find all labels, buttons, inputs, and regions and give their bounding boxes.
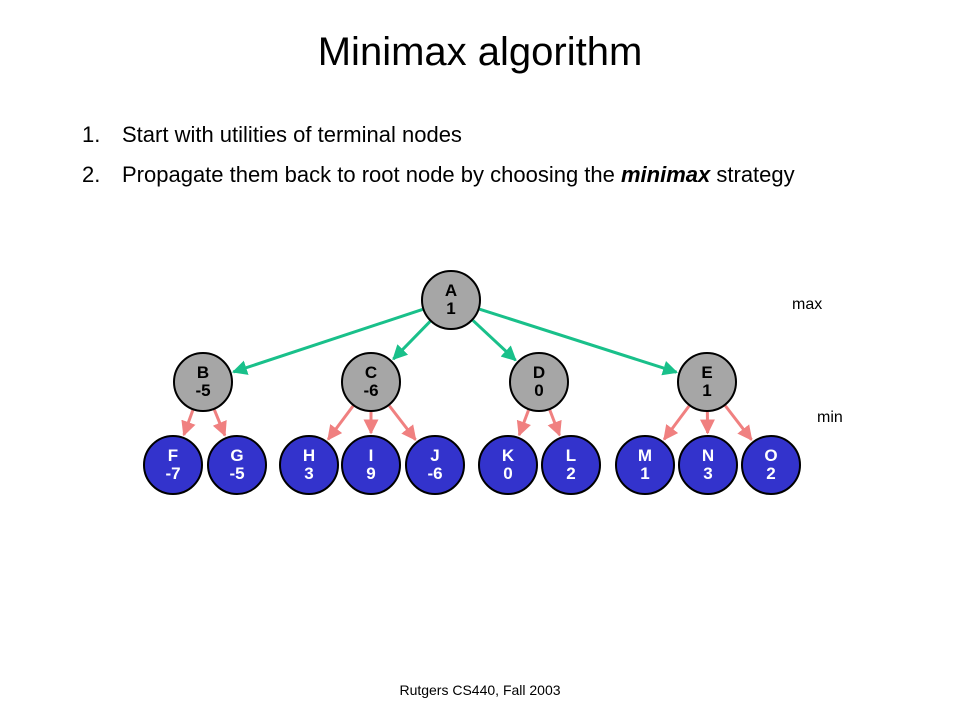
node-id: B xyxy=(197,363,209,382)
slide-footer: Rutgers CS440, Fall 2003 xyxy=(399,682,561,698)
node-circle xyxy=(421,270,481,330)
edge-c-to-h xyxy=(326,405,355,441)
node-circle xyxy=(541,435,601,495)
bullet-number: 1. xyxy=(82,122,101,147)
node-circle xyxy=(207,435,267,495)
node-id: H xyxy=(303,446,315,465)
bullet-item: 1. Start with utilities of terminal node… xyxy=(82,120,882,150)
node-value: 1 xyxy=(640,464,649,483)
node-value: 1 xyxy=(446,299,455,318)
level-label-max: max xyxy=(792,296,823,313)
node-circle xyxy=(341,435,401,495)
node-circle xyxy=(741,435,801,495)
leaf-node-k: K0 xyxy=(478,435,538,495)
node-id: O xyxy=(764,446,777,465)
min-node-d: D0 xyxy=(509,352,569,412)
node-value: 0 xyxy=(534,381,543,400)
edge-d-to-k xyxy=(516,409,531,437)
node-value: 0 xyxy=(503,464,512,483)
bullet-emphasis: minimax xyxy=(621,162,711,187)
node-value: -6 xyxy=(427,464,442,483)
node-id: D xyxy=(533,363,545,382)
node-value: 3 xyxy=(304,464,313,483)
edge-root-to-c xyxy=(392,320,432,361)
leaf-node-l: L2 xyxy=(541,435,601,495)
leaf-node-o: O2 xyxy=(741,435,801,495)
node-circle xyxy=(678,435,738,495)
tree-edges xyxy=(181,307,753,441)
node-id: C xyxy=(365,363,377,382)
node-id: G xyxy=(230,446,243,465)
bullet-list: 1. Start with utilities of terminal node… xyxy=(82,120,882,200)
leaf-node-h: H3 xyxy=(279,435,339,495)
node-id: I xyxy=(369,446,374,465)
edge-b-to-g xyxy=(212,409,227,437)
slide-title: Minimax algorithm xyxy=(317,30,643,74)
node-id: N xyxy=(702,446,714,465)
node-value: 2 xyxy=(766,464,775,483)
leaf-node-j: J-6 xyxy=(405,435,465,495)
bullet-text-after: strategy xyxy=(710,162,795,187)
node-value: 3 xyxy=(703,464,712,483)
leaf-node-g: G-5 xyxy=(207,435,267,495)
node-circle xyxy=(509,352,569,412)
node-value: -5 xyxy=(195,381,210,400)
node-id: L xyxy=(566,446,576,465)
node-value: 1 xyxy=(702,381,711,400)
edge-e-to-o xyxy=(724,404,753,441)
node-circle xyxy=(405,435,465,495)
leaf-node-i: I9 xyxy=(341,435,401,495)
edge-e-to-m xyxy=(662,405,691,441)
node-id: J xyxy=(430,446,439,465)
max-node-a: A1 xyxy=(421,270,481,330)
edge-root-to-b xyxy=(231,307,423,375)
bullet-text-before: Propagate them back to root node by choo… xyxy=(122,162,621,187)
node-value: -6 xyxy=(363,381,378,400)
edge-c-to-j xyxy=(388,404,417,441)
node-id: M xyxy=(638,446,652,465)
node-id: F xyxy=(168,446,178,465)
node-value: 9 xyxy=(366,464,375,483)
leaf-node-m: M1 xyxy=(615,435,675,495)
node-circle xyxy=(677,352,737,412)
node-circle xyxy=(615,435,675,495)
bullet-text: Propagate them back to root node by choo… xyxy=(122,160,882,190)
node-value: 2 xyxy=(566,464,575,483)
node-circle xyxy=(341,352,401,412)
node-circle xyxy=(143,435,203,495)
node-id: E xyxy=(701,363,712,382)
edge-root-to-d xyxy=(471,319,517,362)
edge-root-to-e xyxy=(479,307,678,376)
edge-d-to-l xyxy=(547,409,562,437)
edge-b-to-f xyxy=(181,409,196,437)
node-circle xyxy=(173,352,233,412)
bullet-item: 2. Propagate them back to root node by c… xyxy=(82,160,882,190)
node-id: A xyxy=(445,281,457,300)
node-circle xyxy=(279,435,339,495)
leaf-node-f: F-7 xyxy=(143,435,203,495)
node-value: -5 xyxy=(229,464,244,483)
bullet-text: Start with utilities of terminal nodes xyxy=(122,122,462,147)
level-label-min: min xyxy=(817,409,843,426)
node-value: -7 xyxy=(165,464,180,483)
node-id: K xyxy=(502,446,515,465)
bullet-number: 2. xyxy=(82,162,101,187)
min-node-e: E1 xyxy=(677,352,737,412)
leaf-node-n: N3 xyxy=(678,435,738,495)
min-node-c: C-6 xyxy=(341,352,401,412)
min-node-b: B-5 xyxy=(173,352,233,412)
node-circle xyxy=(478,435,538,495)
